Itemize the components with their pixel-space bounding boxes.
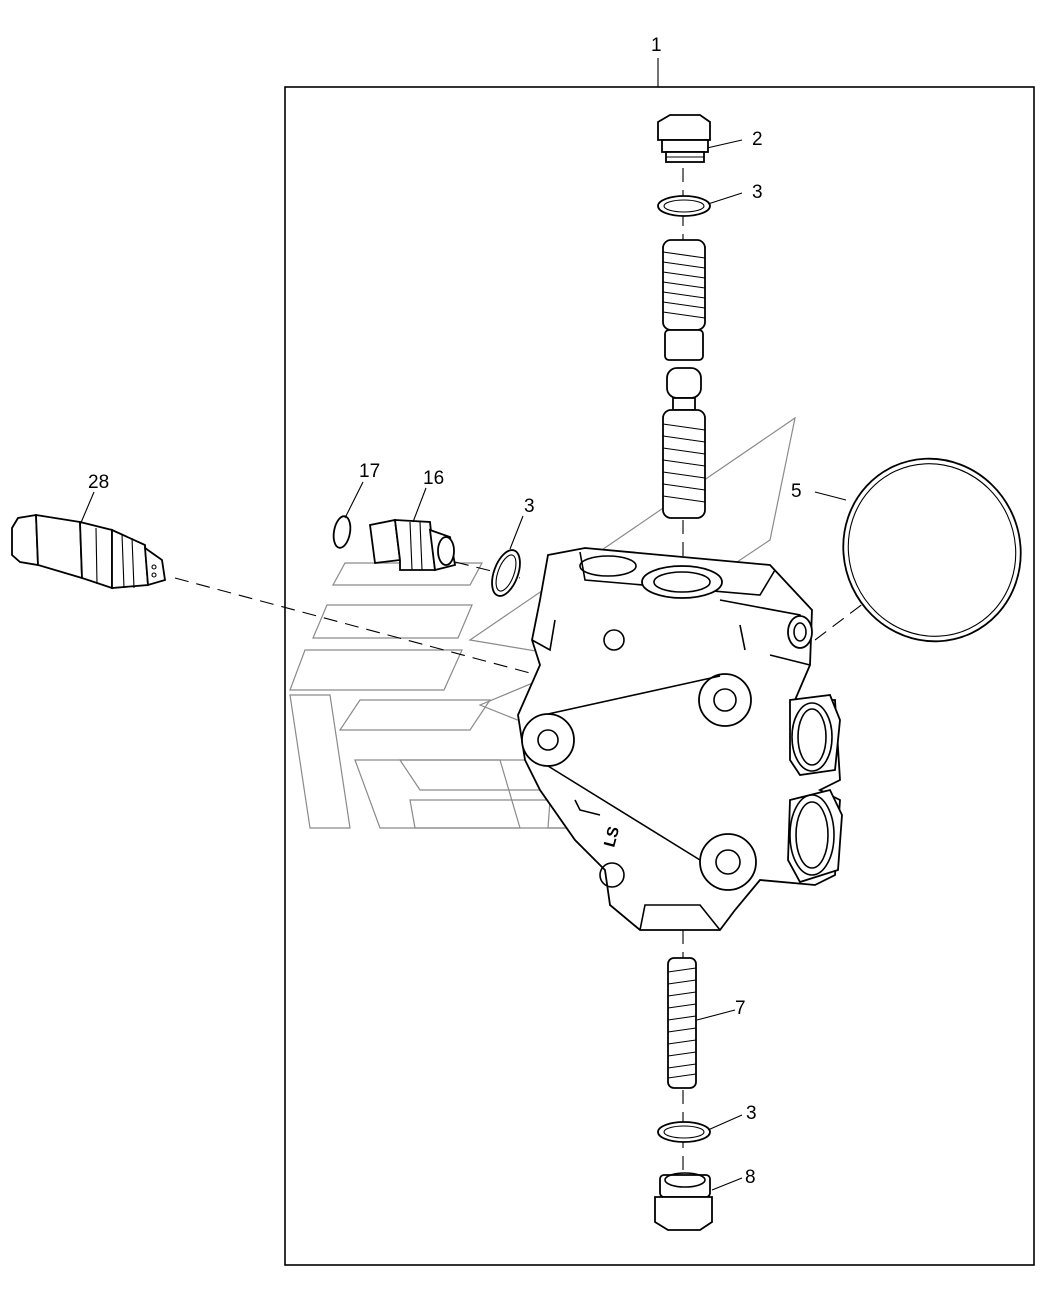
spool-spring-stack (662, 239, 706, 519)
o-ring-part-3-upper (657, 195, 711, 217)
screen-part-7 (667, 957, 697, 1089)
callout-1: 1 (651, 35, 662, 56)
large-o-ring-part-5 (842, 457, 1022, 643)
callout-16: 16 (423, 468, 444, 489)
callout-2: 2 (752, 129, 763, 150)
callout-5: 5 (791, 481, 802, 502)
callout-labels: 1 2 3 3 3 5 7 8 16 17 28 (88, 35, 802, 1188)
callout-17: 17 (359, 461, 380, 482)
valve-body: LS (517, 547, 843, 931)
plug-part-8 (654, 1172, 713, 1231)
ring-part-17 (332, 515, 352, 549)
cartridge-part-28 (11, 513, 167, 590)
callout-8: 8 (745, 1167, 756, 1188)
plug-part-2 (657, 114, 711, 163)
o-ring-part-3-lower (657, 1121, 711, 1143)
callout-7: 7 (735, 998, 746, 1019)
leader-lines (79, 139, 847, 1191)
body-marking-ls: LS (601, 825, 623, 849)
o-ring-part-3-middle (491, 549, 521, 597)
callout-3a: 3 (752, 182, 763, 203)
callout-3c: 3 (746, 1103, 757, 1124)
assembly-frame (284, 86, 1035, 1266)
callout-28: 28 (88, 472, 109, 493)
callout-3b: 3 (524, 496, 535, 517)
fitting-part-16 (368, 518, 457, 572)
